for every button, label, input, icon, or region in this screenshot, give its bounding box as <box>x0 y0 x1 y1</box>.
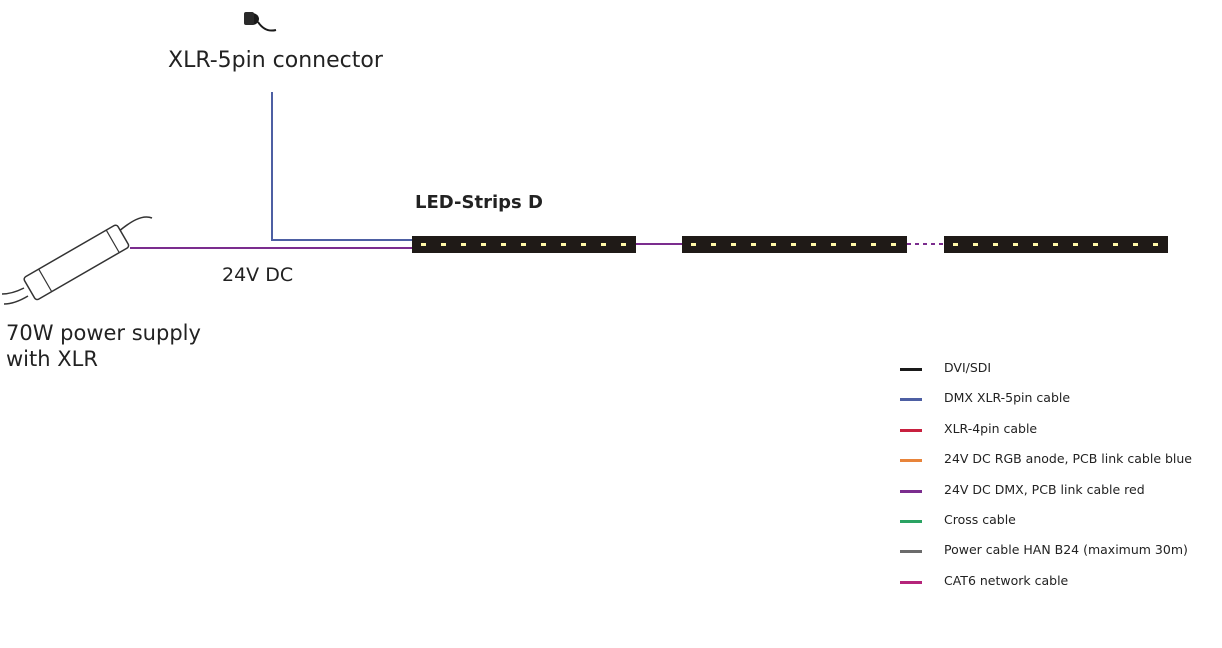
connector-label: XLR-5pin connector <box>168 48 383 73</box>
xlr-connector-icon <box>244 12 277 32</box>
legend-swatch <box>900 459 922 463</box>
led-strip-1 <box>412 236 636 253</box>
legend-label: Cross cable <box>944 511 1016 527</box>
legend-label: DMX XLR-5pin cable <box>944 390 1071 406</box>
legend-label: Power cable HAN B24 (maximum 30m) <box>944 542 1188 558</box>
legend-swatch <box>900 550 922 554</box>
legend-label: DVI/SDI <box>944 360 992 375</box>
legend-swatch <box>900 519 922 523</box>
legend-label: 24V DC RGB anode, PCB link cable blue <box>944 451 1192 467</box>
led-strips-title: LED-Strips D <box>415 192 543 213</box>
led-strip-2 <box>682 236 907 253</box>
legend-swatch <box>900 489 922 493</box>
led-strip-3 <box>944 236 1168 253</box>
legend-swatch <box>900 428 922 432</box>
legend-swatch <box>900 398 922 402</box>
legend-swatch <box>900 580 922 584</box>
legend-label: CAT6 network cable <box>944 572 1069 588</box>
voltage-label: 24V DC <box>222 264 294 286</box>
legend-label: 24V DC DMX, PCB link cable red <box>944 481 1145 497</box>
power-supply-icon <box>1 216 153 305</box>
dmx-cable <box>271 92 412 241</box>
legend-swatch <box>900 368 922 371</box>
power-supply-label-line1: 70W power supply <box>6 321 201 345</box>
legend-label: XLR-4pin cable <box>944 420 1038 436</box>
power-supply-label: 70W power supply with XLR <box>6 320 201 372</box>
power-supply-label-line2: with XLR <box>6 347 98 371</box>
